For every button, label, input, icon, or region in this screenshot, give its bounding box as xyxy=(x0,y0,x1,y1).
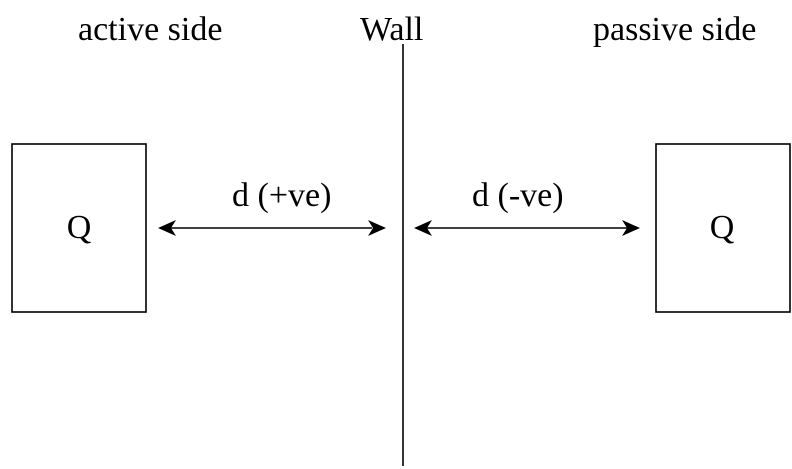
positive-distance-arrow xyxy=(158,220,386,236)
left-charge-box: Q xyxy=(11,143,147,313)
passive-side-label: passive side xyxy=(593,11,756,48)
positive-arrow-right-head xyxy=(368,220,386,236)
positive-arrow-left-head xyxy=(158,220,176,236)
positive-distance-label: d (+ve) xyxy=(232,177,331,214)
left-box-label: Q xyxy=(67,209,92,246)
right-box-outline xyxy=(655,143,791,313)
right-charge-box: Q xyxy=(655,143,791,313)
right-box-label: Q xyxy=(710,209,735,246)
negative-distance-label: d (-ve) xyxy=(472,177,564,214)
negative-arrow-right-head xyxy=(622,220,640,236)
negative-distance-arrow xyxy=(414,220,640,236)
active-side-label: active side xyxy=(78,11,222,48)
negative-arrow-left-head xyxy=(414,220,432,236)
wall-label: Wall xyxy=(360,11,423,48)
left-box-outline xyxy=(11,143,147,313)
